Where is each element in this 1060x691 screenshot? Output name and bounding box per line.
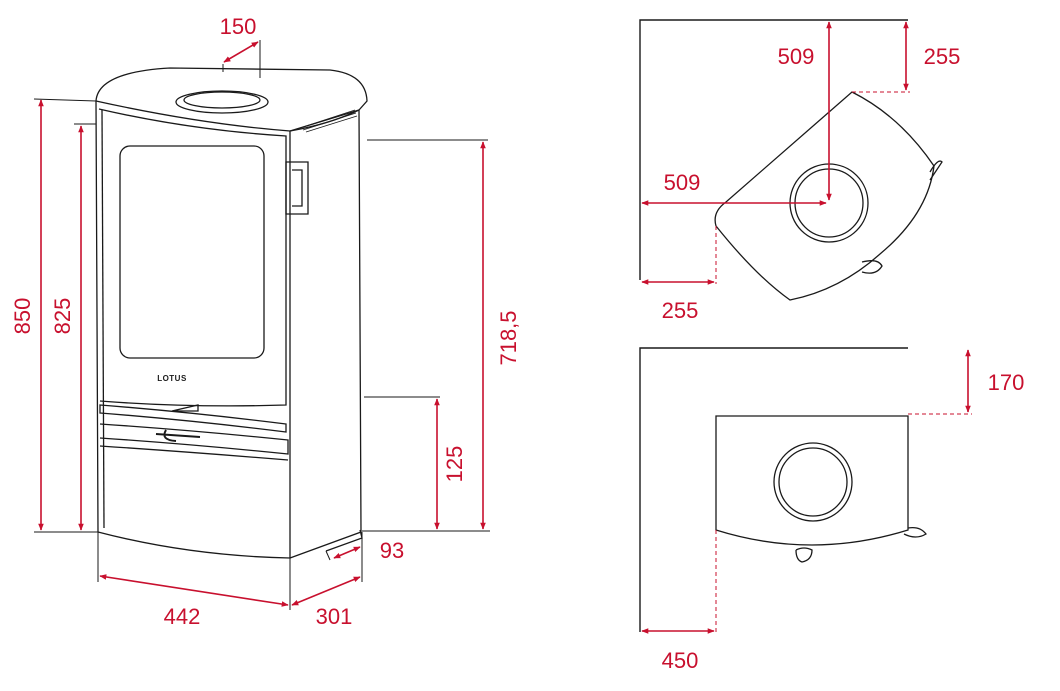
dim-93-line [333, 546, 361, 559]
front-panel-inner [101, 109, 105, 529]
corner-dimension-labels: 509 255 509 255 [662, 44, 961, 323]
door-frame [98, 108, 287, 407]
ash-lip [99, 404, 287, 433]
label-flue-diameter: 150 [220, 14, 257, 39]
label-inlet-height: 125 [442, 446, 467, 483]
flue-collar-inner [183, 91, 261, 109]
front-body [95, 100, 291, 559]
dim-442-line [99, 574, 289, 607]
door-glass [119, 145, 265, 359]
label-depth: 301 [316, 604, 353, 629]
label-width: 442 [164, 604, 201, 629]
corner-dashed-lines [715, 91, 910, 284]
drawer-top [99, 423, 289, 455]
side-body [289, 109, 362, 559]
wall-lines [639, 347, 908, 632]
wall-stove-outline [715, 415, 927, 563]
corner-dimension-lines [641, 21, 909, 285]
label-corner-clearance-horizontal: 509 [664, 170, 701, 195]
label-wall-clearance-side: 450 [662, 648, 699, 673]
corner-walls [639, 19, 908, 280]
front-dimension-lines [38, 41, 486, 607]
wall-dashed-lines [715, 413, 972, 634]
dim-150-line [223, 41, 259, 63]
corner-view: 509 255 509 255 [639, 19, 961, 323]
front-dimension-labels: 150 850 825 718,5 125 442 301 93 [10, 14, 521, 629]
label-corner-clearance-left: 255 [662, 298, 699, 323]
label-outlet-height: 718,5 [496, 310, 521, 365]
label-inlet-offset: 93 [380, 538, 404, 563]
dim-301-line [291, 576, 361, 606]
air-control [171, 404, 199, 412]
brand-logo: LOTUS [157, 374, 187, 383]
front-view: LOTUS [95, 67, 368, 559]
drawer-handle [155, 429, 201, 442]
label-body-height: 825 [50, 298, 75, 335]
wall-dimension-labels: 170 450 [662, 370, 1025, 673]
label-total-height: 850 [10, 298, 35, 335]
top-plate [95, 67, 368, 132]
flue-collar [175, 90, 269, 114]
front-extension-lines [33, 40, 490, 610]
label-corner-clearance-vertical: 509 [778, 44, 815, 69]
drawer-bottom [99, 445, 289, 461]
door-handle [285, 161, 309, 215]
wall-dimension-lines [641, 349, 971, 634]
label-corner-clearance-top: 255 [924, 44, 961, 69]
label-wall-clearance-back: 170 [988, 370, 1025, 395]
wall-view: 170 450 [639, 347, 1025, 673]
